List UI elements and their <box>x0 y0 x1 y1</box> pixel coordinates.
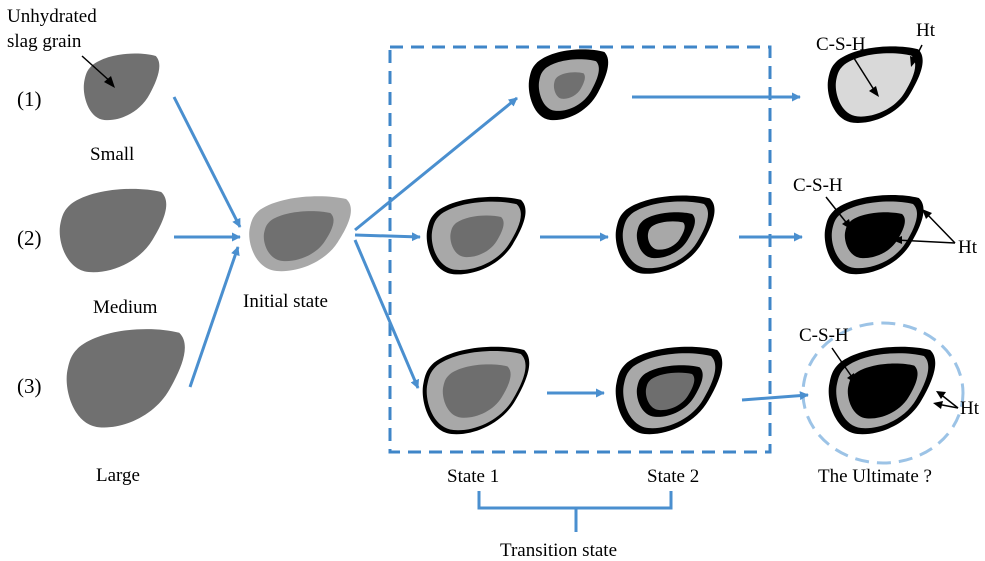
csh-label-row1: C-S-H <box>816 34 866 55</box>
row3-state1-particle <box>422 346 530 435</box>
csh-label-row3: C-S-H <box>799 325 849 346</box>
row1-state-particle <box>528 49 609 121</box>
small-label: Small <box>90 144 134 165</box>
small-slag-grain <box>83 53 160 121</box>
initial-state-label: Initial state <box>243 291 328 312</box>
row1-number: (1) <box>17 87 42 111</box>
ht-label-row2: Ht <box>958 237 978 258</box>
callout-arrowheads <box>104 56 946 409</box>
row2-number: (2) <box>17 226 42 250</box>
arrow-row3-to-ultimate <box>741 391 809 402</box>
ht-label-row1: Ht <box>916 20 936 41</box>
row2-state2-particle <box>615 195 715 274</box>
csh-label-row2: C-S-H <box>793 175 843 196</box>
arrow-large-to-initial <box>188 246 240 388</box>
medium-label: Medium <box>93 297 158 318</box>
ultimate-row2-particle <box>824 195 924 275</box>
medium-slag-grain <box>59 188 167 273</box>
unhydrated-label-line2: slag grain <box>7 31 82 52</box>
ultimate-highlight-ellipse <box>801 321 965 465</box>
arrow-initial-to-row1 <box>354 96 518 232</box>
ht-label-row3: Ht <box>960 398 980 419</box>
state2-label: State 2 <box>647 466 699 487</box>
large-label: Large <box>96 465 140 486</box>
row3-state2-particle <box>615 346 723 435</box>
process-arrows <box>172 92 809 402</box>
ultimate-label: The Ultimate ? <box>818 466 932 487</box>
arrow-small-to-initial <box>172 96 242 228</box>
state1-label: State 1 <box>447 466 499 487</box>
ultimate-row1-particle <box>827 46 923 123</box>
transition-state-label: Transition state <box>500 540 617 561</box>
unhydrated-label-line1: Unhydrated <box>7 6 97 27</box>
initial-state-particle <box>249 196 351 272</box>
ultimate-row3-particle <box>828 346 936 435</box>
transition-box <box>388 45 772 454</box>
row2-state1-particle <box>426 196 526 275</box>
row3-number: (3) <box>17 374 42 398</box>
arrow-initial-to-row3 <box>353 239 420 389</box>
arrow-initial-to-row2 <box>354 232 421 242</box>
transition-bracket <box>477 491 673 532</box>
large-slag-grain <box>66 329 185 428</box>
